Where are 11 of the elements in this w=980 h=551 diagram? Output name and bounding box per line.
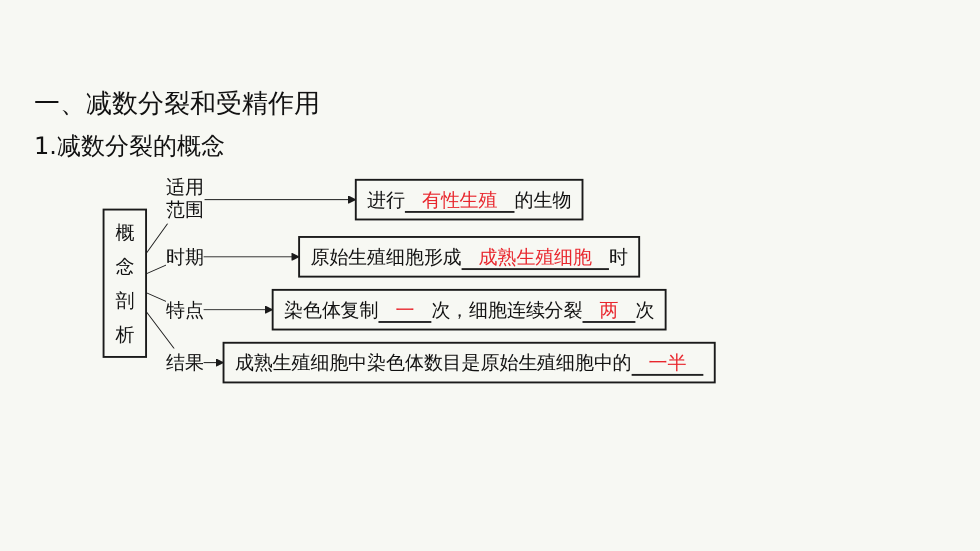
node-box: 成熟生殖细胞中染色体数目是原始生殖细胞中的一半 <box>222 342 716 384</box>
node-box: 染色体复制一次，细胞连续分裂两次 <box>272 288 667 330</box>
edge-label: 适用范围 <box>166 176 204 221</box>
node-box: 概念剖析 <box>102 208 147 358</box>
section-heading: 1.减数分裂的概念 <box>34 131 225 162</box>
title: 一、减数分裂和受精作用 <box>34 88 320 121</box>
node-box: 进行有性生殖的生物 <box>354 178 584 220</box>
node-box: 原始生殖细胞形成成熟生殖细胞时 <box>298 236 640 278</box>
edge-label: 特点 <box>166 298 204 322</box>
edge-label: 结果 <box>166 351 204 374</box>
edge-label: 时期 <box>166 245 204 268</box>
